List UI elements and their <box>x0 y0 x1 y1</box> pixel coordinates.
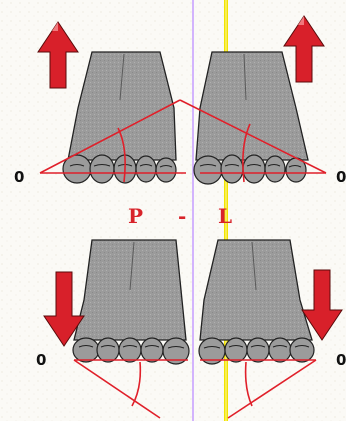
toe <box>141 338 163 362</box>
toe <box>265 156 285 182</box>
side-label-dash: - <box>178 204 187 228</box>
toe <box>225 338 247 362</box>
bottom-left-foot <box>73 240 189 364</box>
zero-label-bottom-right: 0 <box>336 351 346 369</box>
toe <box>221 155 243 183</box>
toe <box>119 338 141 362</box>
zero-label-top-right: 0 <box>336 168 346 186</box>
toe <box>156 158 176 182</box>
toe <box>73 338 99 362</box>
zero-label-top-left: 0 <box>14 168 24 186</box>
toe <box>97 338 119 362</box>
toe <box>290 338 314 362</box>
side-label-l: L <box>218 204 233 228</box>
toe <box>90 155 114 183</box>
side-label-p: P <box>128 204 144 228</box>
toe <box>269 338 291 362</box>
zero-label-bottom-left: 0 <box>36 351 46 369</box>
toe <box>247 338 269 362</box>
toe <box>136 156 156 182</box>
toe <box>194 156 222 184</box>
toe <box>243 155 265 183</box>
